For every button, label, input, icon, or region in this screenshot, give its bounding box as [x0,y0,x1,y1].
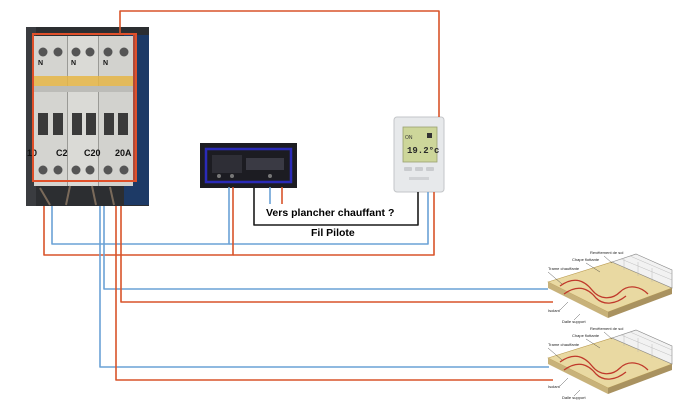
blue-wire-main [51,187,230,245]
thermostat-mode: ON [405,135,413,141]
label-screed: Chape flottante [572,257,600,262]
heating-coil [559,279,649,304]
thermostat-button [404,167,412,171]
label-support-slab: Dalle support [562,395,586,400]
panel-highlight-outline [32,33,137,182]
pole-label: N [103,60,108,67]
pole-label: N [38,60,43,67]
red-wire-zone-1 [120,206,553,303]
wires [43,10,553,381]
label-screed: Chape flottante [572,333,600,338]
pole-label: N [71,60,76,67]
floor-diagram-1: Revêtement de sol Chape flottante Trame … [547,250,673,324]
red-wire-zone-2 [115,206,553,381]
label-insulation: Isolant [548,384,561,389]
breaker-rating: C2 [56,148,68,158]
heating-destination-label: Vers plancher chauffant ? [266,207,395,219]
red-wire-thermostat-top [119,10,440,117]
breaker-rating: 20A [115,148,132,158]
breaker-panel: N N N 10 C2 C20 20A [26,27,149,206]
pilot-module [200,143,297,188]
thermostat: ON 19.2°c [393,116,445,193]
flame-icon [427,133,432,138]
label-heating-frame: Trame chauffante [548,266,580,271]
thermostat-button [415,167,423,171]
thermostat-temperature: 19.2°c [407,146,439,156]
red-wire-thermostat [233,192,435,256]
blue-wire-thermostat [229,192,429,245]
floor-diagram-2: Revêtement de sol Chape flottante Trame … [547,326,673,400]
label-covering: Revêtement de sol [590,326,623,331]
label-heating-frame: Trame chauffante [548,342,580,347]
thermostat-screen [402,126,438,163]
pilot-wire-label: Fil Pilote [311,227,355,239]
label-support-slab: Dalle support [562,319,586,324]
heating-coil [559,355,649,380]
blue-wire-zone-1 [103,206,548,290]
label-covering: Revêtement de sol [590,250,623,255]
pilot-module-frame [204,147,293,184]
red-wire-main [43,187,234,256]
breaker-rating: C20 [84,148,101,158]
breaker-modules: N N N 10 C2 C20 20A [27,36,133,186]
panel-left-edge [26,27,36,206]
blue-wire-zone-2 [99,206,549,368]
label-insulation: Isolant [548,308,561,313]
black-wire-pilot [253,187,419,226]
thermostat-button [426,167,434,171]
